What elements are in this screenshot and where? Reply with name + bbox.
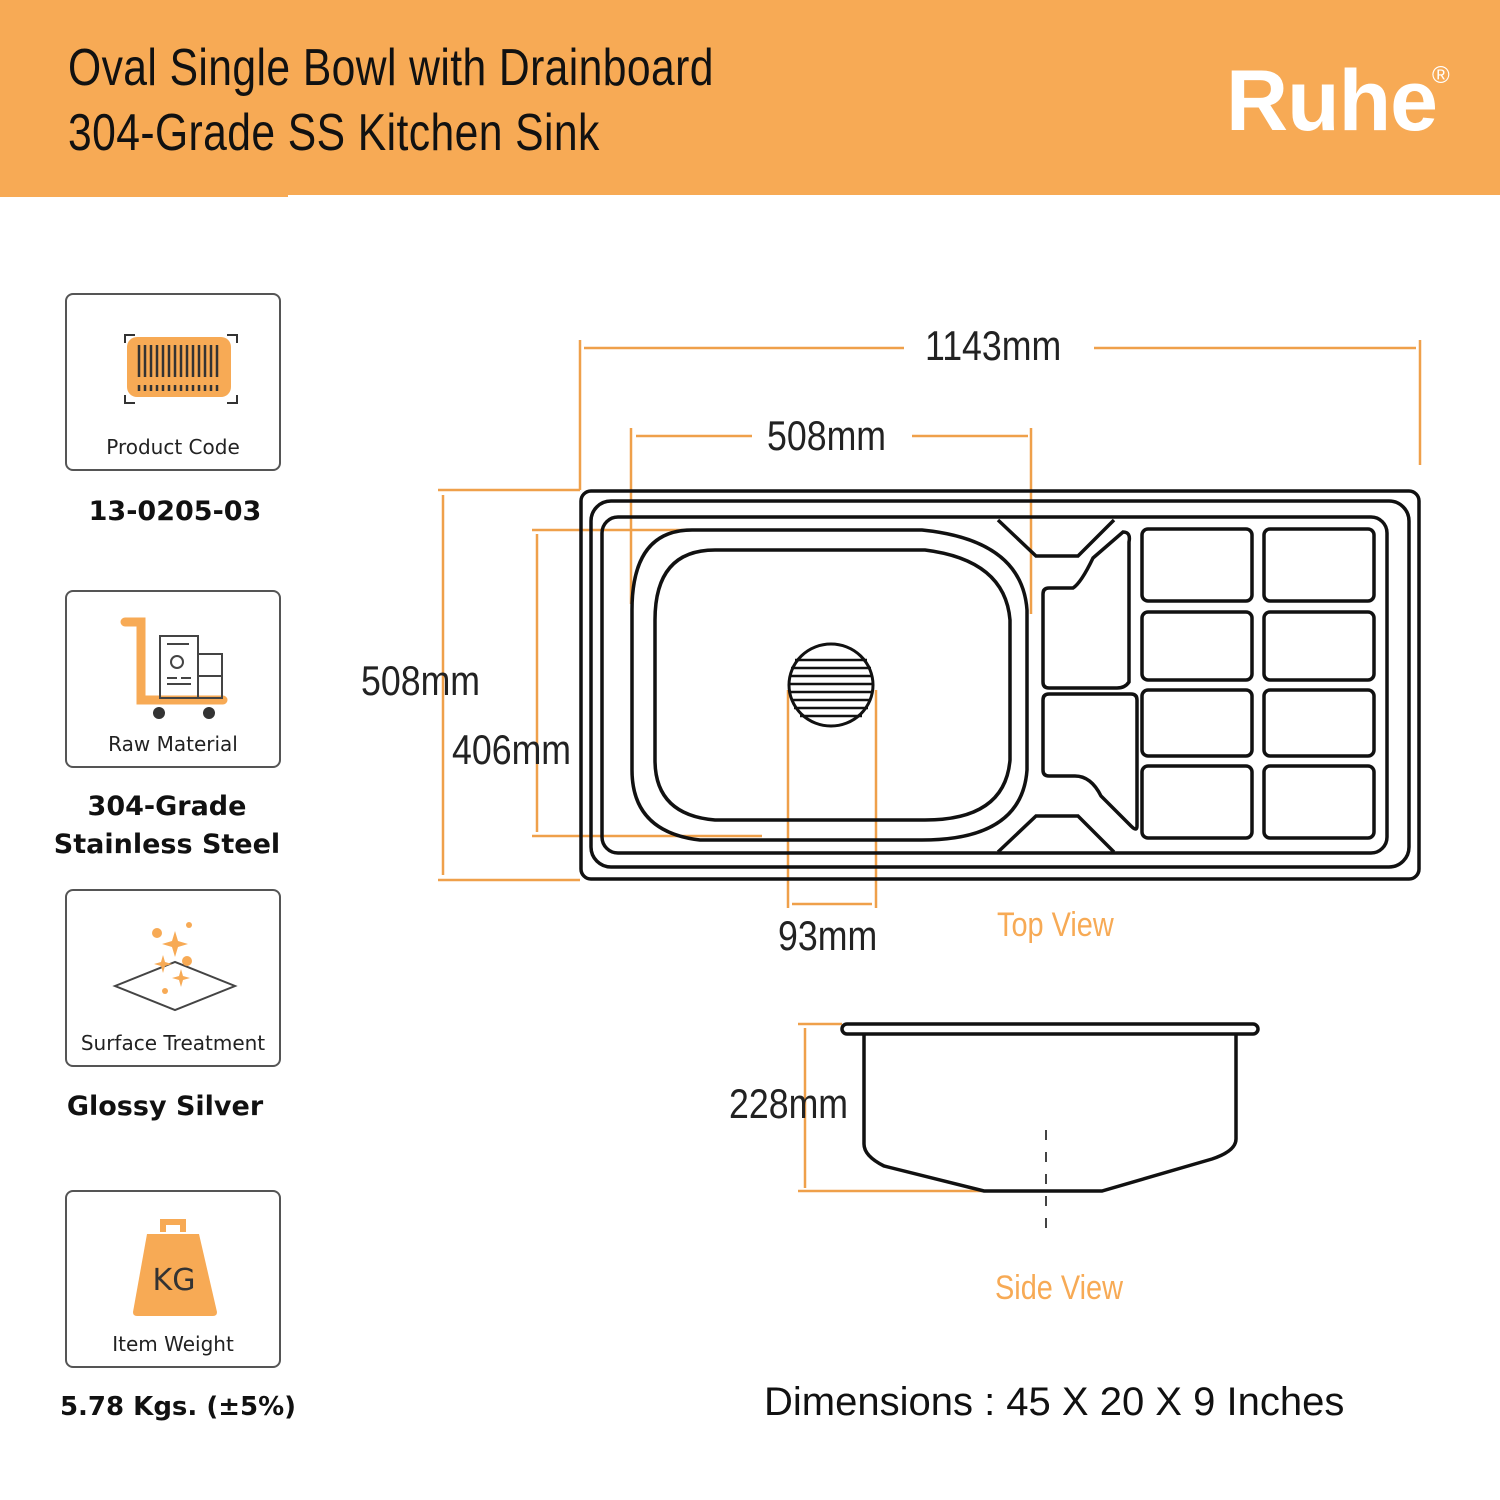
product-title-line1: Oval Single Bowl with Drainboard [68,39,714,97]
brand-logo: Ruhe [1226,53,1438,149]
barcode-icon [124,334,238,404]
spec-card-product-code: Product Code [65,293,281,471]
dim-depth: 228mm [729,1080,849,1127]
top-view-outline [579,489,1421,881]
dim-drain: 93mm [778,912,878,959]
svg-text:KG: KG [153,1263,196,1298]
spec-card-surface-treatment: Surface Treatment [65,889,281,1067]
drain-icon [787,642,875,728]
drainboard-grid [1140,527,1376,840]
raw-material-value-line1: 304-Grade [87,791,247,822]
registered-mark: ® [1432,62,1450,89]
header-divider [288,195,1500,198]
dim-overall-width: 508mm [361,657,481,704]
sparkle-icon [112,922,238,1012]
spec-label: Raw Material [108,732,238,756]
dim-bowl-length: 508mm [767,412,887,459]
top-view-label: Top View [997,906,1114,944]
side-view-label: Side View [995,1269,1123,1307]
side-view-outline [840,1022,1260,1193]
trolley-icon [120,617,228,719]
surface-treatment-value: Glossy Silver [66,1091,264,1122]
weight-icon: KG [133,1219,217,1316]
spec-card-raw-material: Raw Material [65,590,281,768]
product-code-value: 13-0205-03 [88,496,262,527]
item-weight-value: 5.78 Kgs. (±5%) [59,1392,297,1422]
spec-label: Surface Treatment [80,1031,266,1055]
raw-material-value-line2: Stainless Steel [53,829,281,860]
dimensions-summary: Dimensions : 45 X 20 X 9 Inches [764,1380,1345,1424]
spec-label: Item Weight [112,1332,234,1356]
dim-overall-length: 1143mm [925,322,1062,369]
spec-card-item-weight: KG Item Weight [65,1190,281,1368]
header-banner [0,0,1500,197]
spec-label: Product Code [106,435,240,459]
product-title-line2: 304-Grade SS Kitchen Sink [68,104,600,162]
dim-bowl-width: 406mm [452,726,572,773]
